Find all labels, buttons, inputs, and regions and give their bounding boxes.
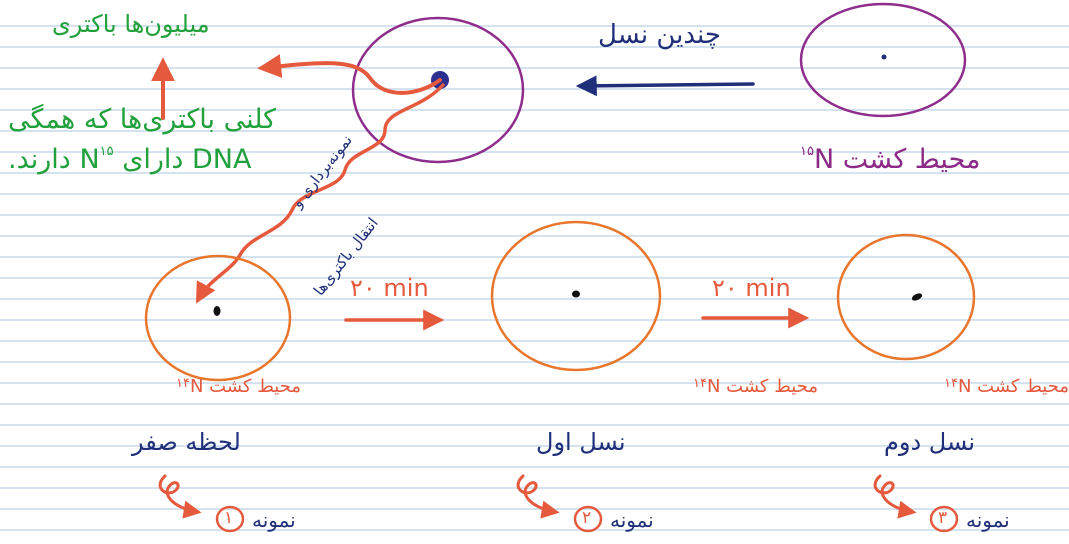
stage-label-gen1: نسل اول — [536, 428, 626, 456]
sample-label-3: نمونه — [966, 508, 1010, 532]
sample-number-3: ۳ — [938, 508, 948, 528]
dish-15n-start — [799, 2, 967, 118]
dish-14n-gen1 — [490, 220, 662, 372]
several-generations-label: چندین نسل — [598, 20, 721, 50]
colony-description-line1: کلنی باکتری‌ها که همگی — [8, 104, 277, 135]
colony-description-line2: DNA دارای N۱۵ دارند. — [8, 144, 252, 175]
sample-label-1: نمونه — [252, 508, 296, 532]
sample-number-circles — [215, 505, 959, 533]
medium-15n-label: محیط کشت ۱۵N — [800, 144, 981, 175]
sample-label-2: نمونه — [610, 508, 654, 532]
sample-squiggles — [158, 474, 917, 519]
stage-label-gen2: نسل دوم — [884, 428, 976, 456]
dish-15n-colony — [351, 16, 525, 164]
millions-arrow — [257, 54, 442, 95]
time-label-1: ۲۰ min — [350, 274, 429, 302]
dish-14n-gen2 — [836, 233, 976, 361]
generations-arrow — [575, 75, 755, 97]
dish-14n-time0 — [144, 254, 292, 382]
medium-14n-label-3: محیط کشت ۱۴N — [944, 376, 1069, 397]
bacterium-dot — [881, 54, 887, 60]
time-label-2: ۲۰ min — [712, 274, 791, 302]
medium-14n-label-2: محیط کشت ۱۴N — [693, 376, 818, 397]
medium-14n-label-1: محیط کشت ۱۴N — [176, 376, 301, 397]
stage-label-time0: لحظه صفر — [132, 428, 241, 456]
sample-number-1: ۱ — [224, 508, 234, 528]
millions-bacteria-label: میلیون‌ها باکتری — [52, 10, 210, 38]
sample-number-2: ۲ — [582, 508, 592, 528]
